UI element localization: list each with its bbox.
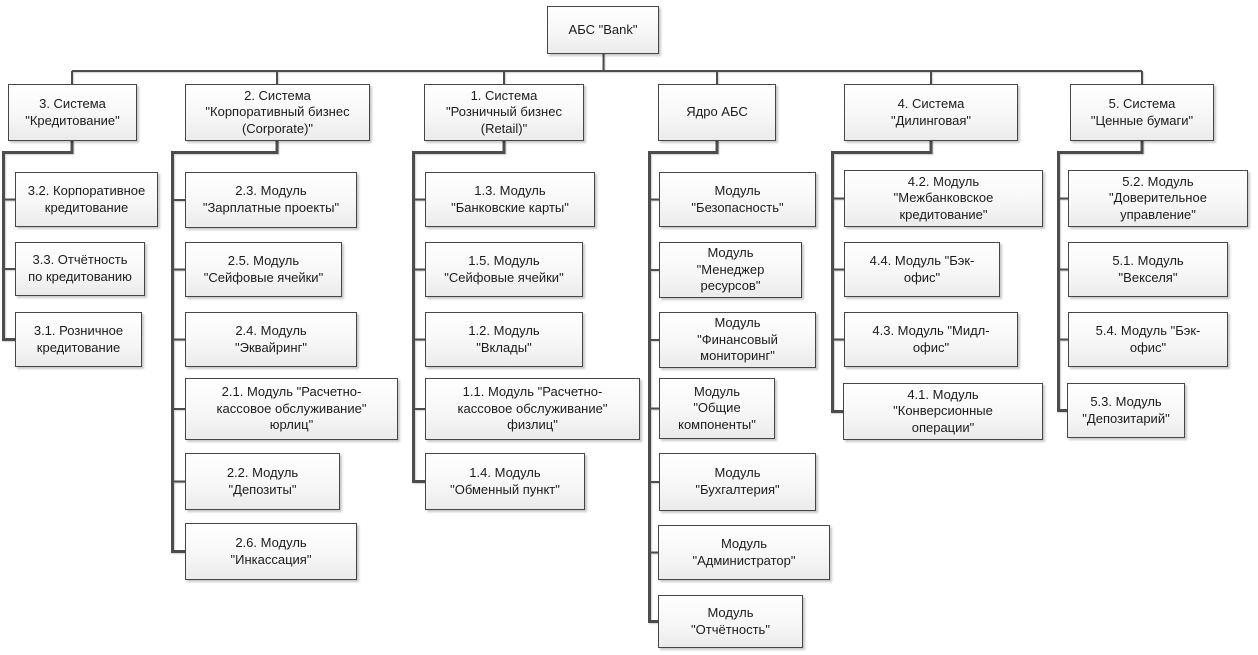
node-module-2-2-deposits: 2.2. Модуль "Депозиты" (185, 453, 340, 510)
node-system-3-crediting: 3. Система "Кредитование" (8, 84, 137, 141)
node-module-4-3-middle-office: 4.3. Модуль "Мидл- офис" (844, 312, 1018, 367)
spine-system-1 (412, 141, 506, 483)
node-module-2-3-salary-projects: 2.3. Модуль "Зарплатные проекты" (185, 172, 357, 228)
spine-system-4 (831, 141, 933, 413)
node-module-reporting: Модуль "Отчётность" (658, 595, 803, 648)
spine-system-2 (171, 141, 279, 553)
stubs-system-3 (3, 198, 15, 270)
node-module-1-3-bank-cards: 1.3. Модуль "Банковские карты" (425, 172, 595, 227)
node-module-4-1-conversion-operations: 4.1. Модуль "Конверсионные операции" (843, 383, 1043, 440)
stubs-system-4 (832, 197, 844, 341)
node-module-resource-manager: Модуль "Менеджер ресурсов" (659, 242, 802, 298)
node-module-1-4-exchange-office: 1.4. Модуль "Обменный пункт" (425, 453, 585, 510)
node-module-1-1-cash-settlement-individuals: 1.1. Модуль "Расчетно- кассовое обслужив… (425, 378, 640, 440)
node-module-financial-monitoring: Модуль "Финансовый мониторинг" (659, 312, 816, 368)
node-module-2-6-cash-collection: 2.6. Модуль "Инкассация" (185, 523, 357, 580)
stubs-system-1 (413, 198, 425, 410)
node-module-4-4-back-office: 4.4. Модуль "Бэк- офис" (844, 242, 1000, 297)
node-system-1-retail: 1. Система "Розничный бизнес (Retail)" (424, 84, 584, 141)
node-module-2-4-acquiring: 2.4. Модуль "Эквайринг" (185, 312, 357, 367)
spine-core (648, 141, 719, 623)
node-module-2-1-cash-settlement-legal: 2.1. Модуль "Расчетно- кассовое обслужив… (185, 378, 398, 440)
node-module-3-2-corporate-crediting: 3.2. Корпоративное кредитование (15, 172, 158, 227)
spine-system-3 (2, 141, 74, 341)
node-root-abs-bank: АБС "Bank" (547, 6, 659, 54)
trunk-connector (71, 54, 1143, 84)
node-module-4-2-interbank-crediting: 4.2. Модуль "Межбанковское кредитование" (844, 170, 1043, 227)
stubs-system-2 (172, 199, 185, 483)
spine-system-5 (1057, 141, 1144, 412)
node-module-1-5-safe-boxes: 1.5. Модуль "Сейфовые ячейки" (425, 242, 583, 297)
node-module-5-4-back-office: 5.4. Модуль "Бэк- офис" (1068, 312, 1228, 367)
node-system-2-corporate: 2. Система "Корпоративный бизнес (Corpor… (185, 84, 370, 141)
node-module-5-2-trust-management: 5.2. Модуль "Доверительное управление" (1068, 170, 1248, 227)
node-module-common-components: Модуль "Общие компоненты" (659, 378, 775, 439)
node-module-3-1-retail-crediting: 3.1. Розничное кредитование (15, 312, 142, 367)
node-module-accounting: Модуль "Бухгалтерия" (659, 453, 816, 511)
node-module-2-5-safe-boxes: 2.5. Модуль "Сейфовые ячейки" (185, 242, 342, 297)
stubs-system-5 (1058, 197, 1068, 341)
node-module-administrator: Модуль "Администратор" (658, 525, 830, 580)
node-core-abs: Ядро АБС (658, 84, 776, 141)
node-system-4-dealing: 4. Система "Дилинговая" (844, 84, 1018, 141)
stubs-core (649, 198, 659, 554)
node-module-5-3-depository: 5.3. Модуль "Депозитарий" (1067, 383, 1185, 438)
node-module-3-3-credit-reporting: 3.3. Отчётность по кредитованию (15, 242, 145, 296)
node-system-5-securities: 5. Система "Ценные бумаги" (1070, 84, 1214, 141)
node-module-1-2-deposits: 1.2. Модуль "Вклады" (425, 312, 583, 367)
node-module-5-1-promissory-notes: 5.1. Модуль "Векселя" (1068, 242, 1228, 297)
node-module-security: Модуль "Безопасность" (659, 172, 816, 227)
